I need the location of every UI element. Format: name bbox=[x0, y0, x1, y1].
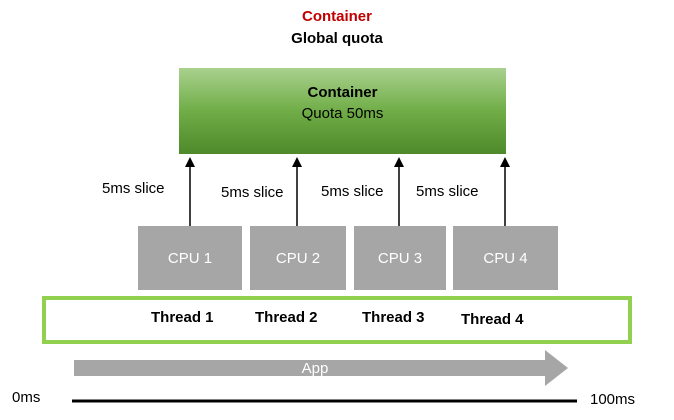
thread-label-4: Thread 4 bbox=[461, 311, 524, 328]
thread-label-2: Thread 2 bbox=[255, 309, 318, 326]
container-box: Container Quota 50ms bbox=[179, 68, 506, 154]
slice-label-2: 5ms slice bbox=[221, 184, 284, 201]
cpu-label-2: CPU 2 bbox=[275, 249, 321, 267]
threads-box bbox=[42, 296, 632, 344]
app-label: App bbox=[301, 360, 329, 377]
container-quota: Quota 50ms bbox=[301, 105, 384, 122]
slice-label-3: 5ms slice bbox=[321, 183, 384, 200]
slice-label-4: 5ms slice bbox=[416, 183, 479, 200]
container-title: Container bbox=[307, 84, 378, 101]
diagram-subtitle: Global quota bbox=[291, 30, 383, 47]
cpu-box-3: CPU 3 bbox=[354, 226, 446, 290]
cpu-box-1: CPU 1 bbox=[138, 226, 242, 290]
cpu-label-3: CPU 3 bbox=[377, 249, 423, 267]
diagram-title: Container bbox=[301, 8, 372, 25]
cpu-label-4: CPU 4 bbox=[483, 249, 528, 267]
cpu-box-4: CPU 4 bbox=[453, 226, 558, 290]
thread-label-1: Thread 1 bbox=[151, 309, 214, 326]
cpu-label-1: CPU 1 bbox=[167, 249, 213, 267]
thread-label-3: Thread 3 bbox=[362, 309, 425, 326]
cpu-box-2: CPU 2 bbox=[250, 226, 346, 290]
app-arrow bbox=[74, 350, 568, 386]
slice-label-1: 5ms slice bbox=[102, 180, 165, 197]
timeline-start-label: 0ms bbox=[12, 389, 41, 406]
timeline-end-label: 100ms bbox=[590, 391, 636, 408]
